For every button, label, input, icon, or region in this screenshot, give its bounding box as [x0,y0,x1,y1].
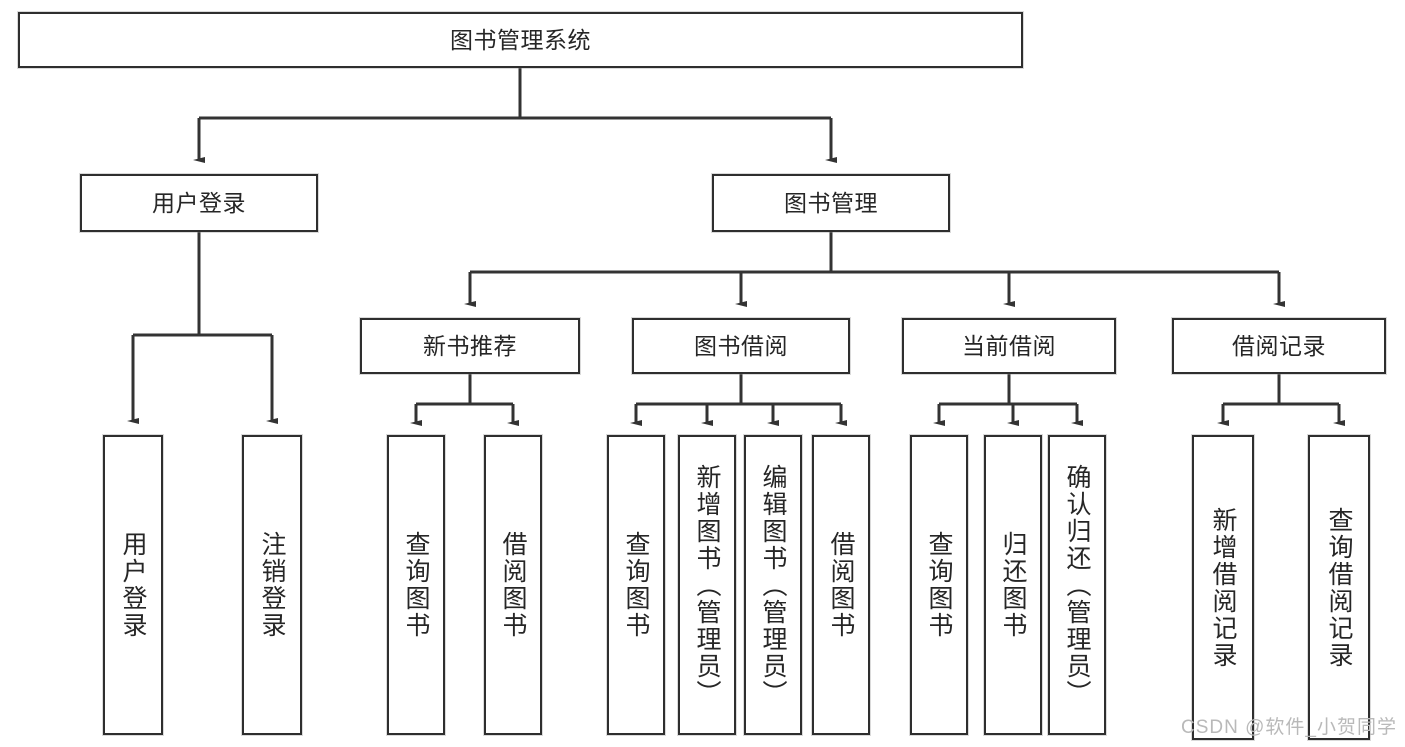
node-label: 用户登录 [152,189,246,216]
node-label: 借阅图书 [499,531,527,639]
node-label: 图书借阅 [694,332,788,359]
csdn-watermark: CSDN @软件_小贺同学 [1181,717,1397,738]
node-label: 注销登录 [258,531,286,639]
node-user-login[interactable]: 用户登录 [80,174,318,232]
node-label: 借阅记录 [1232,332,1326,359]
node-leaf-query-book-current[interactable]: 查询图书 [910,435,968,735]
node-leaf-return-book[interactable]: 归还图书 [984,435,1042,735]
node-borrow-records[interactable]: 借阅记录 [1172,318,1386,374]
node-label: 确认归还（管理员） [1063,463,1091,707]
node-leaf-borrow-book-new-rec[interactable]: 借阅图书 [484,435,542,735]
node-leaf-borrow-book[interactable]: 借阅图书 [812,435,870,735]
node-label: 编辑图书（管理员） [759,463,787,707]
node-label: 新增借阅记录 [1209,506,1237,669]
node-book-borrowing[interactable]: 图书借阅 [632,318,850,374]
node-new-book-recommendation[interactable]: 新书推荐 [360,318,580,374]
node-label: 查询图书 [622,531,650,639]
node-label: 新增图书（管理员） [693,463,721,707]
node-label: 当前借阅 [962,332,1056,359]
node-leaf-add-book-admin[interactable]: 新增图书（管理员） [678,435,736,735]
node-leaf-query-borrow-record[interactable]: 查询借阅记录 [1308,435,1370,740]
node-leaf-query-book-borrowing[interactable]: 查询图书 [607,435,665,735]
node-leaf-user-login[interactable]: 用户登录 [103,435,163,735]
node-leaf-edit-book-admin[interactable]: 编辑图书（管理员） [744,435,802,735]
node-book-management[interactable]: 图书管理 [712,174,950,232]
node-leaf-add-borrow-record[interactable]: 新增借阅记录 [1192,435,1254,740]
node-book-management-system[interactable]: 图书管理系统 [18,12,1023,68]
node-label: 查询图书 [925,531,953,639]
node-label: 借阅图书 [827,531,855,639]
node-current-borrowing[interactable]: 当前借阅 [902,318,1116,374]
node-label: 新书推荐 [423,332,517,359]
node-label: 图书管理 [784,189,878,216]
node-label: 查询图书 [402,531,430,639]
node-leaf-confirm-return-admin[interactable]: 确认归还（管理员） [1048,435,1106,735]
node-leaf-user-logout[interactable]: 注销登录 [242,435,302,735]
node-leaf-query-book-new-rec[interactable]: 查询图书 [387,435,445,735]
node-label: 用户登录 [119,531,147,639]
node-label: 归还图书 [999,531,1027,639]
node-label: 查询借阅记录 [1325,506,1353,669]
node-label: 图书管理系统 [450,26,591,53]
